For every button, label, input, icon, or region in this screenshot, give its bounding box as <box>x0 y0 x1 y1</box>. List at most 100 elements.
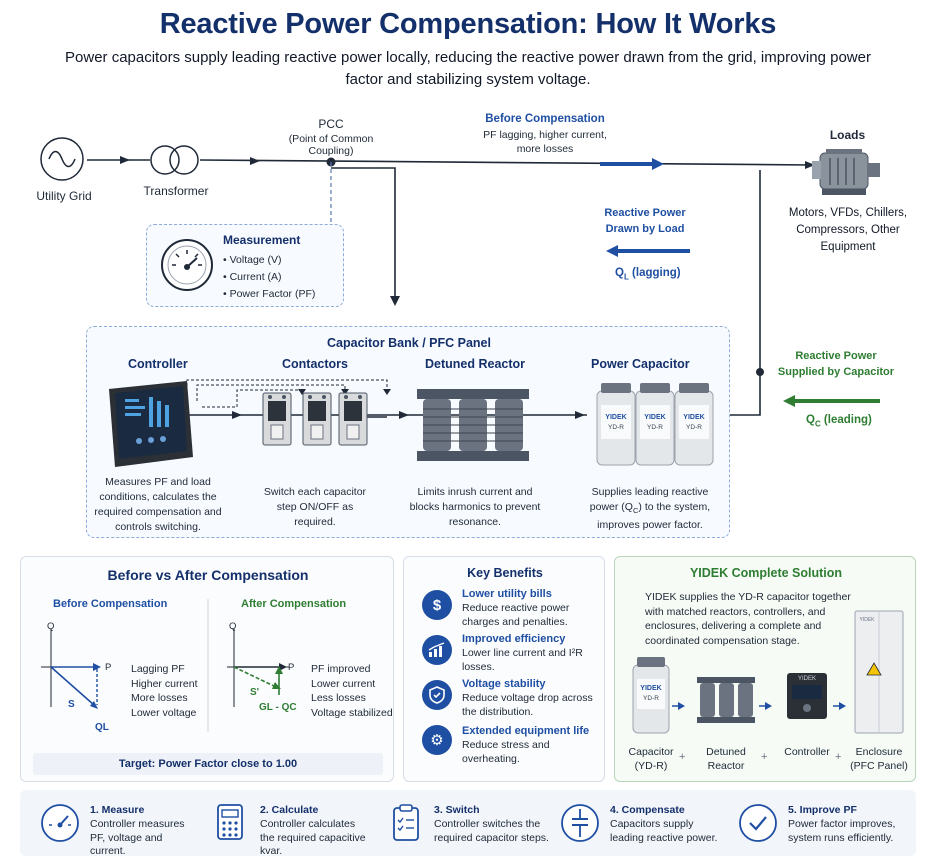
benefit-title: Lower utility bills <box>462 588 552 600</box>
transformer-label: Transformer <box>143 184 209 198</box>
plus-sign: + <box>835 751 842 763</box>
qc-label: QC (leading) <box>806 414 872 428</box>
power-capacitor-title: Power Capacitor <box>591 357 690 371</box>
benefit-desc: Reduce voltage drop across the distribut… <box>462 692 593 718</box>
step-title: 4. Compensate <box>610 804 685 816</box>
benefit-title: Extended equipment life <box>462 725 590 737</box>
before-list: Lagging PF Higher current More losses Lo… <box>131 662 198 720</box>
check-icon <box>739 804 777 842</box>
shield-icon <box>422 680 452 710</box>
capacitor-model-label: YD-R <box>608 424 624 431</box>
controller-title: Controller <box>128 357 188 371</box>
pcc-label: PCC (Point of Common Coupling) <box>265 117 397 157</box>
qc-suffix: (leading) <box>820 414 872 426</box>
contactors-desc: Switch each capacitor step ON/OFF as req… <box>263 486 367 528</box>
after-qlqc-label: GL - QC <box>259 702 297 713</box>
gear-icon: ⚙ <box>422 725 452 755</box>
step-desc: Capacitors supply leading reactive power… <box>610 818 718 844</box>
capacitor-product <box>632 657 670 734</box>
measurement-box: Measurement • Voltage (V) • Current (A) … <box>146 224 344 307</box>
controller-desc: Measures PF and load conditions, calcula… <box>94 476 222 533</box>
before-compensation-desc: PF lagging, higher current, more losses <box>483 129 607 155</box>
measurement-title: Measurement <box>223 233 301 247</box>
utility-grid-label: Utility Grid <box>36 189 92 203</box>
step-title: 2. Calculate <box>260 804 319 816</box>
power-capacitor-device <box>596 383 714 466</box>
after-list-item: PF improved <box>311 663 371 675</box>
yidek-solution-card: YIDEK Complete Solution YIDEK supplies t… <box>614 556 916 782</box>
solution-controller-brand: YIDEK <box>797 676 816 682</box>
benefit-desc: Lower line current and I²R losses. <box>462 647 583 673</box>
reactor-product <box>697 677 755 723</box>
ql-label: QL (lagging) <box>615 267 681 281</box>
contactors-title: Contactors <box>282 357 348 371</box>
capacitor-model-label: YD-R <box>647 424 663 431</box>
ql-subscript: L <box>623 272 629 282</box>
phasor-diagrams <box>41 599 289 732</box>
after-axis-q: Q <box>229 621 237 632</box>
benefit-title: Improved efficiency <box>462 633 566 645</box>
benefit-desc: Reduce reactive power charges and penalt… <box>462 602 570 628</box>
single-line-diagram <box>40 137 880 416</box>
before-after-title: Before vs After Compensation <box>107 567 309 583</box>
step-desc: Controller switches the required capacit… <box>434 818 549 844</box>
detuned-reactor-device <box>417 389 529 461</box>
page-subtitle: Power capacitors supply leading reactive… <box>65 49 871 88</box>
gauge-icon <box>41 804 79 842</box>
step-desc: Power factor improves, system runs effic… <box>788 818 896 844</box>
before-compensation-title: Before Compensation <box>485 113 605 125</box>
step-title: 3. Switch <box>434 804 480 816</box>
loads-title: Loads <box>829 128 866 142</box>
pcc-subtitle: (Point of Common Coupling) <box>288 133 374 157</box>
controller-device <box>109 381 193 467</box>
solution-capacitor-model: YD-R <box>643 695 659 702</box>
benefit-desc: Reduce stress and overheating. <box>462 739 550 765</box>
pcc-title: PCC <box>318 117 344 131</box>
capacitor-bank-diagram <box>109 379 714 467</box>
loads-desc: Motors, VFDs, Chillers, Compressors, Oth… <box>788 207 908 253</box>
solution-controller-label: Controller <box>784 746 830 758</box>
step-desc: Controller calculates the required capac… <box>260 818 366 857</box>
step-title: 1. Measure <box>90 804 145 816</box>
before-axis-q: Q <box>47 621 55 632</box>
motor-icon <box>812 149 880 195</box>
detuned-reactor-title: Detuned Reactor <box>425 357 526 371</box>
dollar-icon: $ <box>422 590 452 620</box>
before-list-item: Higher current <box>131 677 198 690</box>
ql-suffix: (lagging) <box>628 267 681 279</box>
step-title: 5. Improve PF <box>788 804 857 816</box>
after-list-item: Lower current <box>311 677 376 690</box>
before-after-card: Before vs After Compensation Before Comp… <box>20 556 394 782</box>
after-title: After Compensation <box>241 598 347 610</box>
solution-reactor-label: Detuned Reactor <box>706 746 746 772</box>
plus-sign: + <box>761 751 768 763</box>
after-s-prime-label: S' <box>250 687 260 698</box>
before-axis-p: P <box>105 662 112 673</box>
measurement-item: • Voltage (V) <box>223 254 282 266</box>
before-s-label: S <box>68 699 75 710</box>
before-title: Before Compensation <box>53 598 168 610</box>
capacitor-brand-label: YIDEK <box>605 414 627 421</box>
before-compensation-note: Before Compensation PF lagging, higher c… <box>470 113 620 156</box>
after-list: PF improved Lower current Less losses Vo… <box>311 662 393 720</box>
solution-enclosure-brand: YIDEK <box>859 617 875 623</box>
capacitor-brand-label: YIDEK <box>683 414 705 421</box>
ql-symbol: Q <box>615 267 624 279</box>
chart-icon <box>422 635 452 665</box>
detuned-reactor-desc: Limits inrush current and blocks harmoni… <box>409 486 541 528</box>
calculator-icon <box>217 804 243 840</box>
key-benefits-card: Key Benefits $ Lower utility bills Reduc… <box>403 556 605 782</box>
capacitor-icon <box>561 804 599 842</box>
capacitor-bank-title: Capacitor Bank / PFC Panel <box>327 336 491 350</box>
benefit-title: Voltage stability <box>462 678 546 690</box>
controller-product <box>787 673 827 719</box>
after-list-item: Less losses <box>311 692 366 704</box>
capacitor-bank-panel: Capacitor Bank / PFC Panel Controller Co… <box>86 326 730 538</box>
page-title: Reactive Power Compensation: How It Work… <box>159 8 777 40</box>
solution-capacitor-brand: YIDEK <box>640 685 662 692</box>
gauge-icon <box>161 239 213 291</box>
reactive-power-load-title: Reactive Power Drawn by Load <box>604 207 686 235</box>
target-pf-banner: Target: Power Factor close to 1.00 <box>33 753 383 775</box>
solution-products <box>632 610 904 734</box>
after-list-item: Voltage stabilized <box>311 706 393 719</box>
